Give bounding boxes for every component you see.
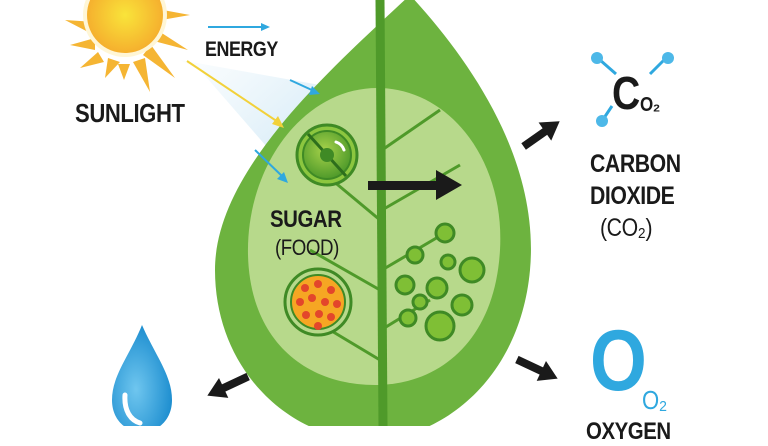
oxygen-label: OXYGEN (586, 418, 671, 445)
water-drop-icon (112, 325, 172, 426)
photosynthesis-diagram (65, 0, 674, 426)
carbon-label: CARBON (590, 150, 681, 178)
o2-subscript: O₂ (642, 385, 667, 415)
chloroplast-icon (295, 123, 359, 187)
light-arrows (186, 60, 320, 183)
sugar-cell-icon (283, 267, 353, 337)
sun-icon (65, 0, 190, 92)
energy-label: ENERGY (205, 38, 278, 61)
o2-symbol: O (590, 313, 647, 409)
conversion-arrow-icon (368, 170, 462, 200)
food-label: (FOOD) (275, 235, 339, 260)
co2-symbol: C (612, 67, 640, 119)
oxygen-bubbles (394, 222, 486, 342)
sugar-label: SUGAR (270, 206, 342, 233)
energy-arrow-icon (208, 23, 270, 31)
co2-subscript: O₂ (640, 94, 660, 116)
sunlight-label: SUNLIGHT (75, 98, 185, 128)
output-arrows (207, 121, 560, 398)
leaf (215, 0, 531, 426)
co2-formula-label: (CO₂) (600, 214, 653, 242)
co2-molecule-icon (591, 52, 674, 127)
dioxide-label: DIOXIDE (590, 182, 675, 210)
